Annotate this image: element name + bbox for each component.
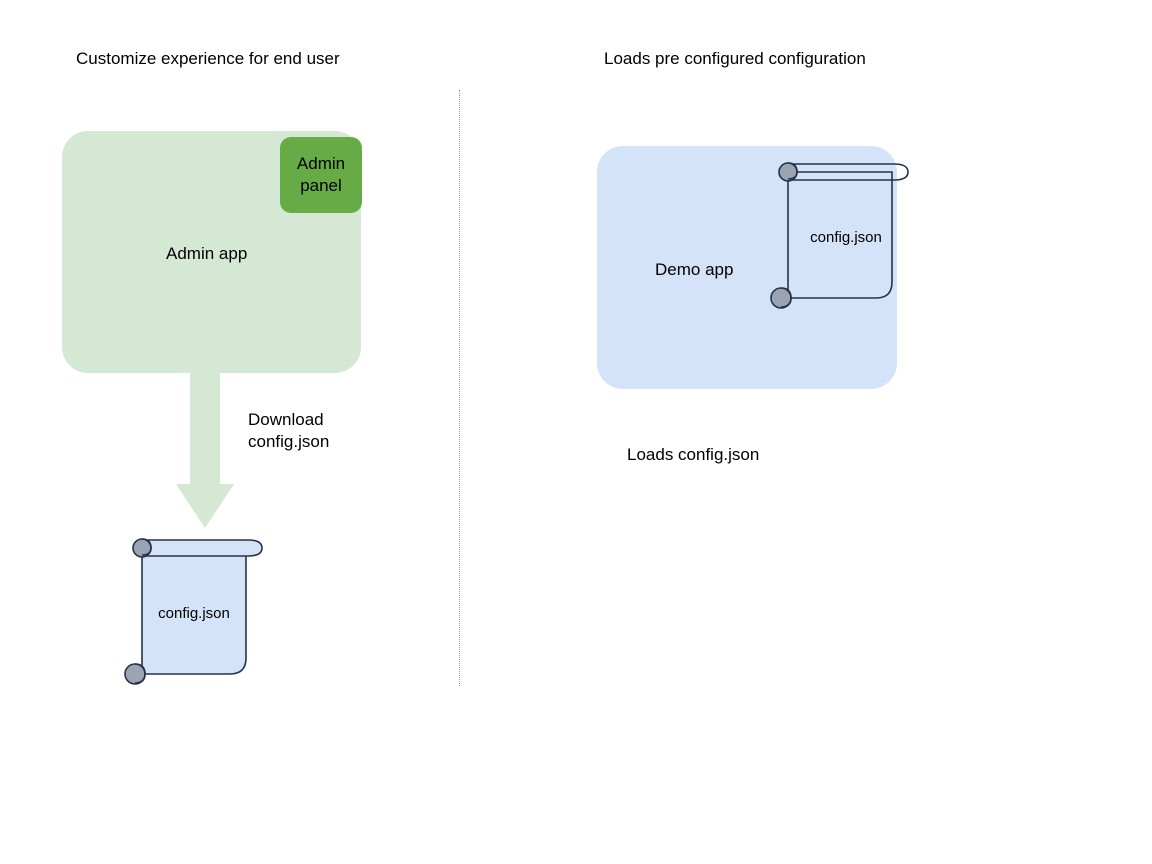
admin-panel-label-line1: Admin <box>296 154 346 173</box>
download-arrow-label-line2: config.json <box>248 432 330 451</box>
config-json-document-right[interactable]: config.json <box>766 150 914 314</box>
scroll-top-curl-arc <box>141 538 152 556</box>
scroll-label-right: config.json <box>810 229 882 246</box>
admin-panel-label-line2: panel <box>300 176 342 195</box>
scroll-body <box>141 547 247 675</box>
admin-panel-label: Admin panel <box>297 153 345 197</box>
demo-app-container[interactable] <box>597 146 897 389</box>
scroll-body <box>787 171 893 299</box>
left-column-caption: Customize experience for end user <box>76 49 340 68</box>
loads-config-note: Loads config.json <box>627 445 760 464</box>
download-arrow-shape <box>176 370 234 528</box>
admin-panel-button[interactable]: Admin panel <box>280 137 362 213</box>
config-json-document-left[interactable]: config.json <box>120 526 268 690</box>
scroll-bottom-curl-arc <box>780 287 792 308</box>
scroll-label-left: config.json <box>158 605 230 622</box>
download-arrow-label: Download config.json <box>248 409 329 453</box>
scroll-top-roll <box>787 163 909 181</box>
admin-app-label: Admin app <box>166 244 248 263</box>
column-divider <box>459 90 460 686</box>
right-column-caption: Loads pre configured configuration <box>604 49 866 68</box>
scroll-top-curl-arc <box>787 162 798 180</box>
scroll-bottom-curl-arc <box>134 663 146 684</box>
download-arrow-label-line1: Download <box>248 410 324 429</box>
scroll-top-roll <box>141 539 263 557</box>
download-arrow <box>176 370 234 528</box>
demo-app-label: Demo app <box>655 260 734 279</box>
